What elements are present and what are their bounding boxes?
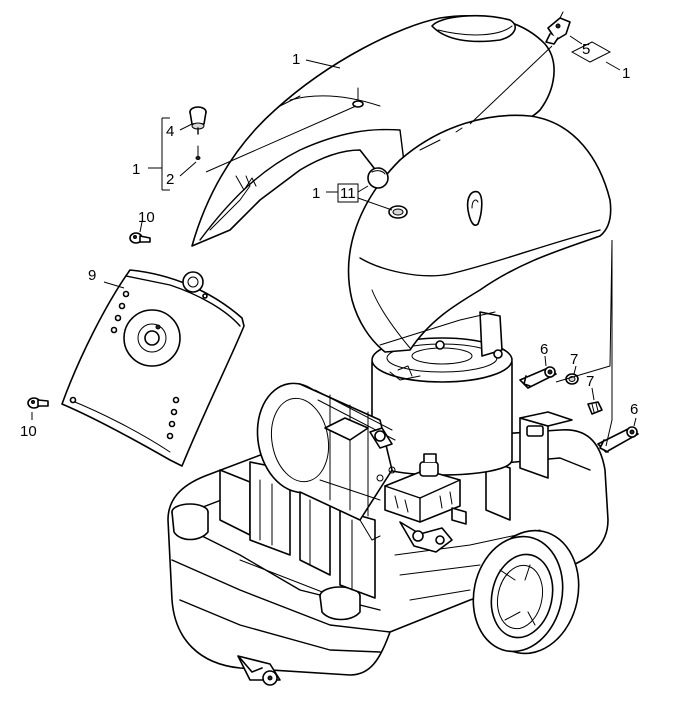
leader-lines: [31, 35, 637, 447]
knob-4: [189, 106, 207, 135]
base-chassis: [167, 411, 609, 686]
callout-knob-4: 4: [166, 123, 174, 140]
callout-group-left: 1: [132, 161, 140, 178]
callout-11-prefix: 1: [312, 185, 320, 202]
callout-screw-10-top: 10: [138, 209, 155, 226]
callout-button-11: 11: [340, 185, 356, 202]
hinge-6-right: [597, 426, 639, 453]
side-panel-9: [61, 269, 245, 467]
hood-rear-cover: [347, 114, 612, 353]
callout-panel-9: 9: [88, 267, 96, 284]
callout-hinge-6-right: 6: [630, 401, 638, 418]
callout-latch-5: 5: [582, 41, 590, 58]
callout-labels: 1 5 1 4 2 1 1 11 10 9 6 7 7 6 10: [20, 41, 638, 440]
callout-latch-5-sub: 1: [622, 65, 630, 82]
screw-10-bottom: [27, 397, 49, 409]
callout-hinge-6-mid: 6: [540, 341, 548, 358]
callout-clip-7-a: 7: [570, 351, 578, 368]
button-cap-11: [367, 167, 389, 189]
washer-2: [195, 145, 201, 160]
callout-screw-10-bottom: 10: [20, 423, 37, 440]
callout-clip-7-b: 7: [586, 373, 594, 390]
electric-motor: [256, 382, 396, 541]
clip-7-b: [587, 401, 603, 415]
callout-hood-top: 1: [292, 51, 300, 68]
callout-washer-2: 2: [166, 171, 174, 188]
screw-10-top: [129, 232, 151, 244]
hinge-6-mid: [519, 366, 557, 389]
rear-wheel: [472, 529, 580, 655]
pump-head: [376, 453, 467, 553]
latch-5: [545, 11, 571, 45]
